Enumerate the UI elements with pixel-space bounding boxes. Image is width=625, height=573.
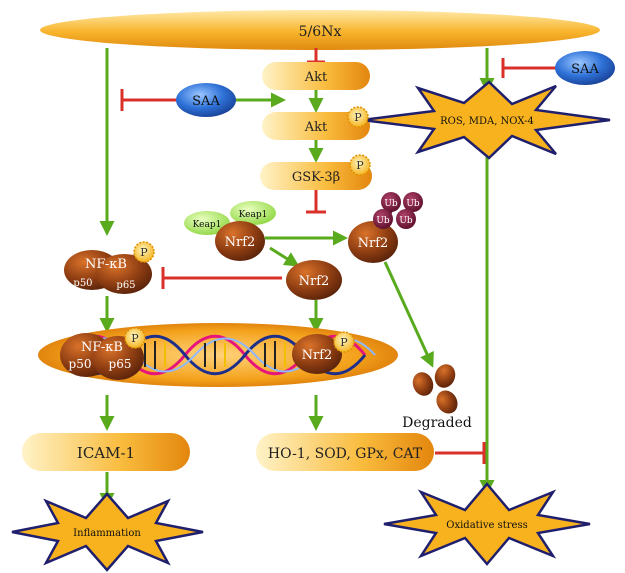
nfkb-nuc-p65: p65 <box>109 357 132 371</box>
phosphate-nfkb-nuclear: P <box>124 327 146 349</box>
phosphate-nrf2-nuclear-label: P <box>340 336 348 349</box>
ub-3-label: Ub <box>376 216 390 226</box>
nrf2-ub-label: Nrf2 <box>358 236 389 251</box>
phosphate-nfkb-nuclear-label: P <box>131 332 139 345</box>
nrf2-free-label: Nrf2 <box>299 274 330 289</box>
nrf2-nuclear-label: Nrf2 <box>302 348 333 363</box>
nfkb-cytoplasmic: NF-κB p50 p65 <box>64 250 152 294</box>
nfkb-cyto-p50: p50 <box>73 278 92 289</box>
inflammation-burst: Inflammation <box>11 492 204 572</box>
antioxidants-node: HO-1, SOD, GPx, CAT <box>256 433 434 471</box>
gsk-inhibit-nrf2 <box>306 190 326 214</box>
nrf2-inhibit-nfkb <box>161 267 282 289</box>
saa-right: SAA <box>555 51 615 85</box>
arrow-nrf2-release <box>269 246 300 267</box>
akt-label: Akt <box>304 70 328 85</box>
phosphate-nfkb-cyto-label: P <box>140 246 148 259</box>
trigger-5-6nx: 5/6Nx <box>40 10 600 50</box>
ub-4-label: Ub <box>399 216 413 226</box>
ros-label: ROS, MDA, NOX-4 <box>440 116 534 127</box>
akt-node: Akt <box>262 62 370 90</box>
keap1-right: Keap1 <box>230 201 276 225</box>
ub-2 <box>403 192 423 212</box>
ub-1 <box>381 192 401 212</box>
antioxidants-inhibit-oxidative <box>435 442 486 464</box>
phosphate-gsk-label: P <box>356 159 364 172</box>
inflammation-label: Inflammation <box>73 528 141 539</box>
saa-right-label: SAA <box>571 62 599 77</box>
ros-burst: ROS, MDA, NOX-4 <box>361 80 611 160</box>
phosphate-akt-label: P <box>354 111 362 124</box>
antioxidants-label: HO-1, SOD, GPx, CAT <box>268 446 423 462</box>
nrf2-free: Nrf2 <box>286 260 342 300</box>
keap1-right-label: Keap1 <box>239 210 268 220</box>
phospho-akt-label: Akt <box>304 120 328 135</box>
inhibit-akt <box>307 48 325 64</box>
degraded-label: Degraded <box>402 415 472 431</box>
ub-3 <box>373 209 393 229</box>
saa-inhibit-ros <box>501 58 556 78</box>
oxidative-stress-label: Oxidative stress <box>446 520 527 531</box>
ub-4 <box>396 209 416 229</box>
phosphate-badges: P P P P P <box>124 106 371 353</box>
keap1-left-label: Keap1 <box>193 220 222 230</box>
activation-arrows <box>99 48 495 508</box>
keap1-left: Keap1 <box>184 211 230 235</box>
ub-1-label: Ub <box>384 199 398 209</box>
phosphate-nfkb-cyto: P <box>133 241 155 263</box>
nrf2-bound: Nrf2 <box>215 221 265 261</box>
phosphate-gsk: P <box>349 154 371 176</box>
saa-left-label: SAA <box>192 94 220 109</box>
nfkb-cyto-label: NF-κB <box>85 257 127 272</box>
degraded-fragments: Degraded <box>402 364 472 431</box>
nrf2-ubiquitinated: Nrf2 <box>348 221 398 263</box>
phosphate-akt: P <box>347 106 369 128</box>
ubiquitin-chain: Ub Ub Ub Ub <box>373 192 423 229</box>
icam1-node: ICAM-1 <box>22 433 190 471</box>
trigger-label: 5/6Nx <box>299 24 342 40</box>
nfkb-nuc-label: NF-κB <box>81 340 123 355</box>
arrow-to-degraded <box>383 261 434 368</box>
nfkb-cyto-p65: p65 <box>116 280 135 291</box>
saa-inhibit-nfkb-path <box>120 89 178 111</box>
gsk3b-label: GSK-3β <box>292 170 340 185</box>
nrf2-bound-label: Nrf2 <box>225 235 256 250</box>
nrf2-nuclear: Nrf2 <box>292 334 342 374</box>
oxidative-stress-burst: Oxidative stress <box>383 482 591 566</box>
phosphate-nrf2-nuclear: P <box>333 331 355 353</box>
saa-left: SAA <box>176 83 236 117</box>
gsk3b-node: GSK-3β <box>260 162 372 190</box>
icam1-label: ICAM-1 <box>77 444 135 462</box>
nfkb-nuc-p50: p50 <box>69 357 92 371</box>
ub-2-label: Ub <box>406 199 420 209</box>
phospho-akt-node: Akt <box>262 112 370 140</box>
